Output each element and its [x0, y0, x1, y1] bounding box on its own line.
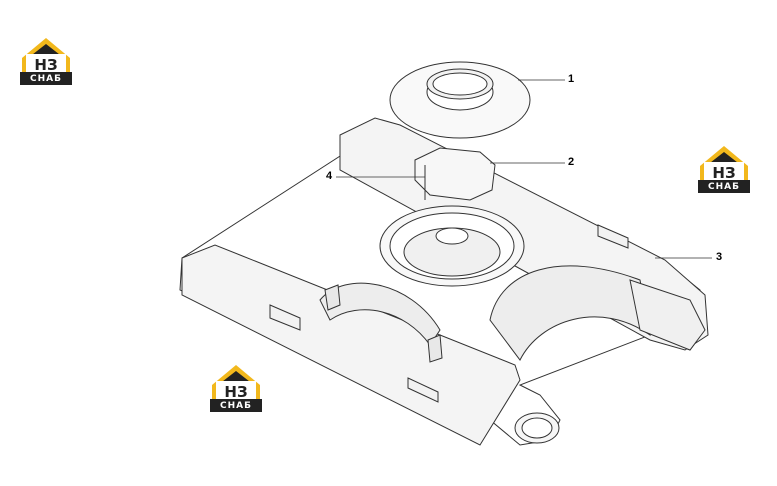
logo-monogram: НЗ — [34, 56, 58, 74]
logo-house-icon — [698, 146, 750, 193]
logo-monogram: НЗ — [224, 383, 248, 401]
watermark-logo: НЗ СНАБ — [18, 36, 74, 88]
bracket-right — [597, 224, 629, 249]
callout-2: 2 — [568, 156, 575, 168]
right-end-cap — [629, 279, 706, 351]
logo-word: СНАБ — [30, 74, 62, 84]
watermark-logo: НЗ СНАБ — [696, 144, 752, 196]
lug-front — [427, 334, 443, 363]
logo-word: СНАБ — [708, 182, 740, 192]
cover-plate — [414, 147, 496, 201]
callout-3: 3 — [716, 251, 723, 263]
watermark-logo: НЗ СНАБ — [208, 363, 264, 415]
logo-house-icon — [20, 38, 72, 85]
callout-1: 1 — [568, 73, 575, 85]
front-arch — [489, 265, 651, 361]
bracket-center — [407, 377, 439, 403]
lug-rear — [324, 284, 341, 311]
bracket-left — [269, 304, 301, 331]
logo-monogram: НЗ — [712, 164, 736, 182]
logo-word: СНАБ — [220, 401, 252, 411]
logo-house-icon — [210, 365, 262, 412]
callout-4: 4 — [326, 170, 333, 182]
